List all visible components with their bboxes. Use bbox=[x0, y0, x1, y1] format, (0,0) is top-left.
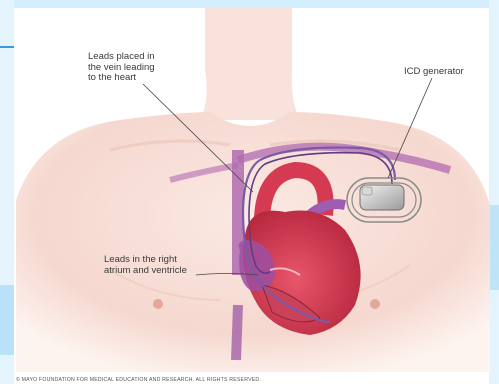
icd-header bbox=[362, 187, 372, 195]
label-icd-generator: ICD generator bbox=[404, 67, 464, 78]
copyright-notice: © MAYO FOUNDATION FOR MEDICAL EDUCATION … bbox=[16, 377, 261, 383]
neck bbox=[200, 8, 300, 120]
nipple-right bbox=[370, 299, 380, 309]
label-leads-vein: Leads placed in the vein leading to the … bbox=[88, 52, 155, 84]
inferior-vena-cava bbox=[236, 305, 238, 360]
label-leads-atrium: Leads in the right atrium and ventricle bbox=[104, 255, 187, 276]
nipple-left bbox=[153, 299, 163, 309]
